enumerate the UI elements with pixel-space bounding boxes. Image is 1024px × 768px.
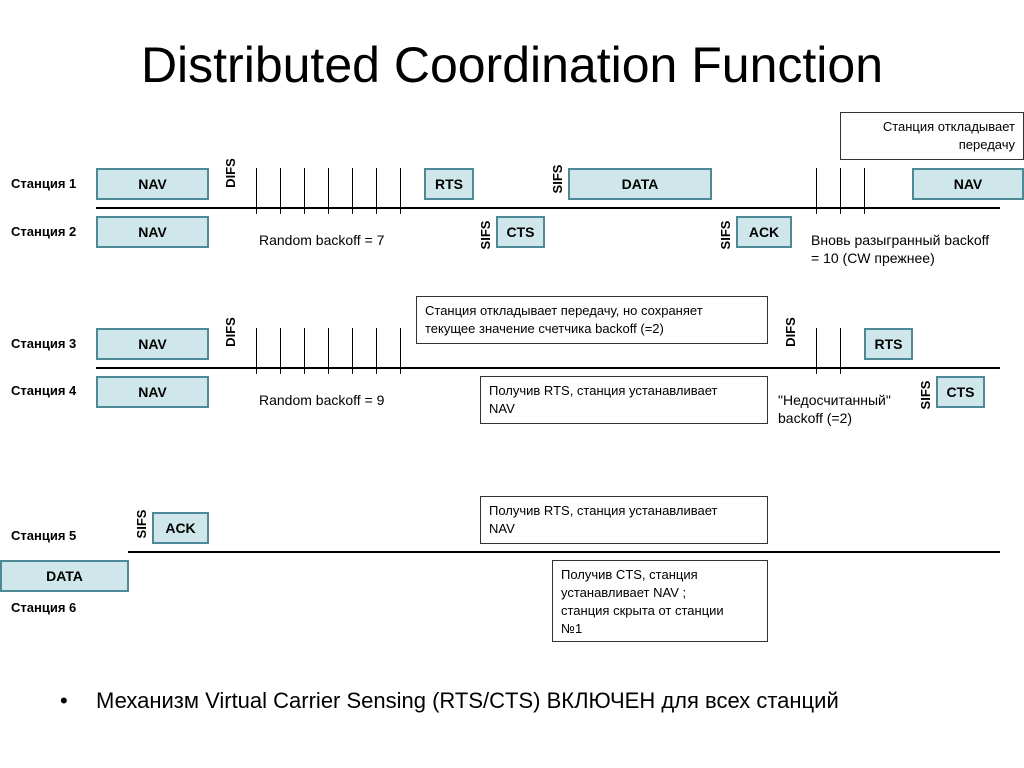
- keeps-callout-line-1: Станция откладывает передачу, но сохраня…: [425, 303, 703, 318]
- difs-label-3b: DIFS: [783, 317, 798, 347]
- backoff-slot: [328, 328, 329, 374]
- backoff-slot: [840, 328, 841, 374]
- backoff-slot: [304, 168, 305, 214]
- rts-nav-b-line-1: Получив RTS, станция устанавливает: [489, 503, 718, 518]
- bullet-point: • Механизм Virtual Carrier Sensing (RTS/C…: [60, 686, 839, 716]
- cts-nav-callout: Получив CTS, станция устанавливает NAV ;…: [552, 560, 768, 642]
- rts-nav-a-line-1: Получив RTS, станция устанавливает: [489, 383, 718, 398]
- rts-nav-callout-a: Получив RTS, станция устанавливает NAV: [480, 376, 768, 424]
- station-5-ack-frame: ACK: [152, 512, 209, 544]
- keeps-callout-line-2: текущее значение счетчика backoff (=2): [425, 321, 664, 336]
- backoff-slot: [256, 168, 257, 214]
- station-2-nav-frame: NAV: [96, 216, 209, 248]
- backoff-slot: [816, 328, 817, 374]
- new-backoff-note-line-2: = 10 (CW прежнее): [811, 250, 935, 266]
- backoff-slot: [352, 328, 353, 374]
- station-4-cts-frame: CTS: [936, 376, 985, 408]
- backoff-7-note: Random backoff = 7: [259, 232, 385, 248]
- station-1-rts-frame: RTS: [424, 168, 474, 200]
- backoff-slot: [840, 168, 841, 214]
- cts-nav-line-4: №1: [561, 621, 583, 636]
- backoff-slot: [280, 328, 281, 374]
- sifs-label-ack-2: SIFS: [718, 220, 733, 250]
- station-2-ack-frame: ACK: [736, 216, 792, 248]
- station-1-label: Станция 1: [11, 176, 77, 191]
- backoff-slot: [816, 168, 817, 214]
- station-4-nav-frame: NAV: [96, 376, 209, 408]
- station-3-nav-frame: NAV: [96, 328, 209, 360]
- sifs-label-ack-5: SIFS: [134, 509, 149, 539]
- cts-nav-line-2: устанавливает NAV ;: [561, 585, 687, 600]
- backoff-slot: [280, 168, 281, 214]
- backoff-slot: [400, 168, 401, 214]
- bullet-marker: •: [60, 688, 68, 713]
- station-6-label: Станция 6: [11, 600, 77, 615]
- backoff-slot: [328, 168, 329, 214]
- keeps-backoff-callout: Станция откладывает передачу, но сохраня…: [416, 296, 768, 344]
- station-1-data-frame: DATA: [568, 168, 712, 200]
- station-2-label: Станция 2: [11, 224, 77, 239]
- station-1-nav-frame: NAV: [96, 168, 209, 200]
- backoff-slot: [352, 168, 353, 214]
- defers-callout: Станция откладывает передачу: [840, 112, 1024, 160]
- difs-label-3: DIFS: [223, 317, 238, 347]
- rts-nav-a-line-2: NAV: [489, 401, 515, 416]
- difs-label-1: DIFS: [223, 158, 238, 188]
- sifs-label-cts-4: SIFS: [918, 380, 933, 410]
- bullet-text: Механизм Virtual Carrier Sensing (RTS/CT…: [96, 688, 839, 713]
- undercount-note-line-1: "Недосчитанный": [778, 392, 891, 408]
- backoff-slot: [376, 328, 377, 374]
- timeline-3: [128, 551, 1000, 553]
- station-3-label: Станция 3: [11, 336, 77, 351]
- cts-nav-line-1: Получив CTS, станция: [561, 567, 698, 582]
- sifs-label-data-1: SIFS: [550, 164, 565, 194]
- backoff-slot: [304, 328, 305, 374]
- undercount-note-line-2: backoff (=2): [778, 410, 853, 426]
- station-4-label: Станция 4: [11, 383, 77, 398]
- station-6-data-frame: DATA: [0, 560, 129, 592]
- backoff-9-note: Random backoff = 9: [259, 392, 385, 408]
- rts-nav-b-line-2: NAV: [489, 521, 515, 536]
- defers-callout-line-2: передачу: [958, 137, 1015, 152]
- cts-nav-line-3: станция скрыта от станции: [561, 603, 724, 618]
- backoff-slot: [256, 328, 257, 374]
- backoff-slot: [400, 328, 401, 374]
- sifs-label-cts-2: SIFS: [478, 220, 493, 250]
- slide-title: Distributed Coordination Function: [140, 37, 884, 93]
- backoff-slot: [864, 168, 865, 214]
- station-3-rts-frame: RTS: [864, 328, 913, 360]
- timeline-2: [96, 367, 1000, 369]
- backoff-slot: [376, 168, 377, 214]
- station-2-cts-frame: CTS: [496, 216, 545, 248]
- defers-callout-line-1: Станция откладывает: [882, 119, 1015, 134]
- new-backoff-note-line-1: Вновь разыгранный backoff: [811, 232, 990, 248]
- timeline-1: [96, 207, 1000, 209]
- station-1-nav-frame-2: NAV: [912, 168, 1024, 200]
- station-5-label: Станция 5: [11, 528, 77, 543]
- rts-nav-callout-b: Получив RTS, станция устанавливает NAV: [480, 496, 768, 544]
